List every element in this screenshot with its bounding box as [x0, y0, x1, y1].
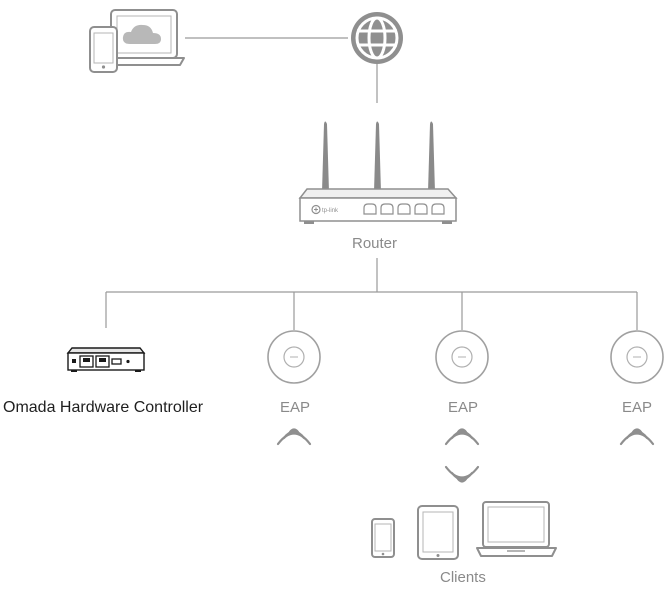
router-label: Router: [352, 235, 398, 252]
client-phone-icon: [371, 518, 395, 558]
wifi-signal-icon-eap2: [444, 428, 480, 446]
client-tablet-icon: [417, 505, 459, 560]
cloud-management-icon: [89, 9, 185, 73]
router-icon: tp-link: [298, 121, 458, 224]
router-brand-label: tp-link: [322, 208, 339, 214]
eap-label-3: EAP: [622, 399, 653, 416]
eap-label-1: EAP: [280, 399, 311, 416]
router-ports: [363, 203, 445, 215]
hardware-controller-icon: [66, 347, 146, 372]
internet-globe-icon: [351, 12, 403, 64]
connection-lines: [105, 37, 638, 330]
clients-label: Clients: [440, 569, 486, 586]
controller-label: Omada Hardware Controller: [3, 399, 204, 416]
eap-device-2: [435, 330, 489, 384]
eap-device-3: [610, 330, 664, 384]
wifi-signal-icon-eap3: [619, 428, 655, 446]
eap-label-2: EAP: [448, 399, 479, 416]
client-laptop-icon: [476, 501, 557, 557]
eap-device-1: [267, 330, 321, 384]
wifi-signal-icon-eap1: [276, 428, 312, 446]
wifi-signal-icon-clients: [444, 465, 480, 483]
